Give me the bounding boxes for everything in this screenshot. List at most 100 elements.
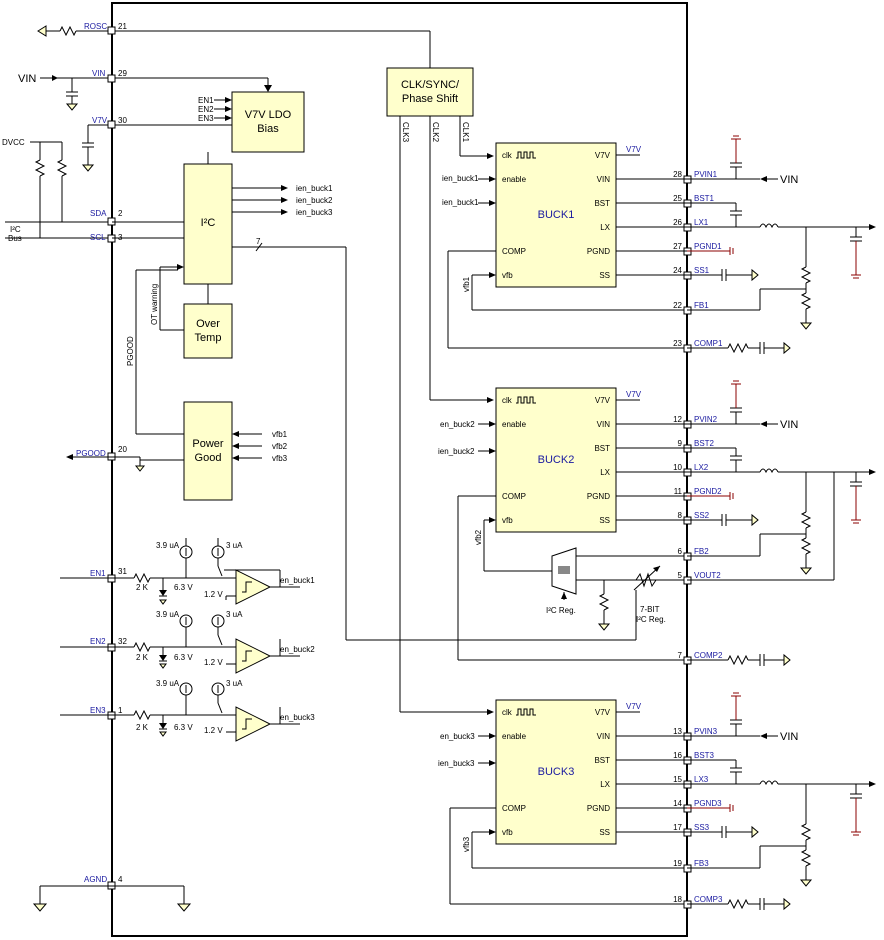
svg-text:ien_buck3: ien_buck3 (438, 759, 475, 768)
ldo-label-1: V7V LDO (245, 109, 292, 121)
svg-text:clk: clk (502, 151, 513, 160)
svg-text:LX: LX (600, 223, 610, 232)
clk1-label: CLK1 (461, 122, 470, 143)
power-good-block (183, 401, 233, 501)
svg-text:30: 30 (118, 116, 127, 125)
svg-text:vfb1: vfb1 (272, 430, 288, 439)
svg-text:SS: SS (599, 828, 610, 837)
svg-text:6.3 V: 6.3 V (174, 583, 193, 592)
i2c-label: I²C (201, 217, 216, 229)
pin-label-lx2: LX2 (694, 463, 709, 472)
svg-text:vfb: vfb (502, 271, 513, 280)
svg-text:20: 20 (118, 445, 127, 454)
v7v-circuit (81, 124, 232, 172)
buck-enable-inputs: ien_buck1 ien_buck1 en_buck2 ien_buck2 e… (438, 174, 496, 768)
pin-label-fb3: FB3 (694, 859, 709, 868)
pin-label-comp2: COMP2 (694, 651, 723, 660)
pin-label-pvin2: PVIN2 (694, 415, 718, 424)
power-good-label-2: Good (195, 452, 222, 464)
pin-v7v: V7V (92, 116, 108, 125)
pin-label-ss3: SS3 (694, 823, 710, 832)
ldo-enables: EN1 EN2 EN3 (198, 96, 232, 164)
svg-text:21: 21 (118, 22, 127, 31)
svg-text:SS: SS (599, 516, 610, 525)
pin-num-fb3: 19 (673, 859, 682, 868)
svg-text:BST: BST (594, 199, 610, 208)
svg-text:LX: LX (600, 780, 610, 789)
ot-warning-label: OT warning (150, 284, 159, 325)
svg-text:ien_buck1: ien_buck1 (442, 198, 479, 207)
pin-label-fb1: FB1 (694, 301, 709, 310)
svg-text:3.9 uA: 3.9 uA (156, 610, 180, 619)
ien-buck1-label: ien_buck1 (296, 184, 333, 193)
pin-label-pvin1: PVIN1 (694, 170, 718, 179)
svg-text:V7V: V7V (595, 151, 611, 160)
svg-text:LX: LX (600, 468, 610, 477)
svg-text:29: 29 (118, 69, 127, 78)
svg-text:vfb: vfb (502, 516, 513, 525)
pin-label-ss1: SS1 (694, 266, 710, 275)
vin-label-1: VIN (780, 174, 798, 186)
pin-label-lx1: LX1 (694, 218, 709, 227)
svg-text:COMP: COMP (502, 247, 526, 256)
en-buck1-label: en_buck1 (280, 576, 315, 585)
vin-input: VIN (18, 73, 272, 111)
right-pins: PVIN128BST125LX126PGND127SS124FB122COMP1… (673, 170, 723, 909)
pin-num-ss2: 8 (678, 511, 683, 520)
svg-text:3.9 uA: 3.9 uA (156, 541, 180, 550)
agnd-grounds (32, 885, 192, 912)
svg-text:enable: enable (502, 732, 527, 741)
svg-text:6.3 V: 6.3 V (174, 653, 193, 662)
svg-text:3 uA: 3 uA (226, 679, 243, 688)
svg-text:3 uA: 3 uA (226, 541, 243, 550)
buck2: BUCK2 clk enable COMP vfb V7V VIN BST LX… (495, 387, 617, 533)
pin-num-pvin2: 12 (673, 415, 682, 424)
pin-label-bst1: BST1 (694, 194, 715, 203)
clk-sync-block (386, 67, 474, 117)
svg-text:4: 4 (118, 875, 123, 884)
svg-text:7-BIT: 7-BIT (640, 605, 660, 614)
svg-text:vfb3: vfb3 (272, 454, 288, 463)
pin-label-fb2: FB2 (694, 547, 709, 556)
v7v-out-1: V7V (626, 145, 642, 154)
buck3: BUCK3 clk enable COMP vfb V7V VIN BST LX… (495, 699, 617, 845)
pin-label-pvin3: PVIN3 (694, 727, 718, 736)
pin-label-comp1: COMP1 (694, 339, 723, 348)
clk3-label: CLK3 (401, 122, 410, 143)
en2-circuit: 2 K 6.3 V 3.9 uA 3 uA 1.2 V en_buck2 (60, 610, 315, 674)
pin-label-comp3: COMP3 (694, 895, 723, 904)
pin-num-fb1: 22 (673, 301, 682, 310)
en-buck2-label: en_buck2 (280, 645, 315, 654)
ien-buck3-label: ien_buck3 (296, 208, 333, 217)
svg-text:2 K: 2 K (136, 723, 149, 732)
power-good-label-1: Power (192, 438, 224, 450)
i2c-io: ien_buck1 ien_buck2 ien_buck3 7 OT warni… (112, 184, 637, 641)
left-pins: ROSC 21 VIN 29 V7V 30 SDA 2 SCL 3 PGOOD … (76, 22, 127, 890)
pin-label-pgnd3: PGND3 (694, 799, 722, 808)
pin-num-pgnd3: 14 (673, 799, 682, 808)
power-good-io: PGOOD vfb1 vfb2 vfb3 (66, 269, 288, 472)
bus-width: 7 (256, 237, 261, 246)
pin-num-lx2: 10 (673, 463, 682, 472)
pgood-line-label: PGOOD (126, 336, 135, 366)
buck1-block (495, 142, 617, 288)
pin-num-ss1: 24 (673, 266, 682, 275)
clk-sync-label-2: Phase Shift (402, 93, 458, 105)
svg-text:2 K: 2 K (136, 583, 149, 592)
pin-en3: EN3 (90, 706, 106, 715)
pin-num-comp1: 23 (673, 339, 682, 348)
svg-text:vfb2: vfb2 (272, 442, 288, 451)
over-temp-block (183, 303, 233, 359)
svg-text:I²C Reg.: I²C Reg. (636, 615, 666, 624)
v7v-out-2: V7V (626, 390, 642, 399)
svg-text:VIN: VIN (597, 420, 611, 429)
vin-label: VIN (18, 73, 36, 85)
ien-buck2-label: ien_buck2 (296, 196, 333, 205)
vout2-selector: I²C Reg. 7-BIT I²C Reg. (546, 547, 687, 631)
over-temp-label-1: Over (196, 318, 220, 330)
pin-en2: EN2 (90, 637, 106, 646)
svg-text:31: 31 (118, 567, 127, 576)
clk-lines: CLK3 CLK2 CLK1 (399, 116, 494, 715)
